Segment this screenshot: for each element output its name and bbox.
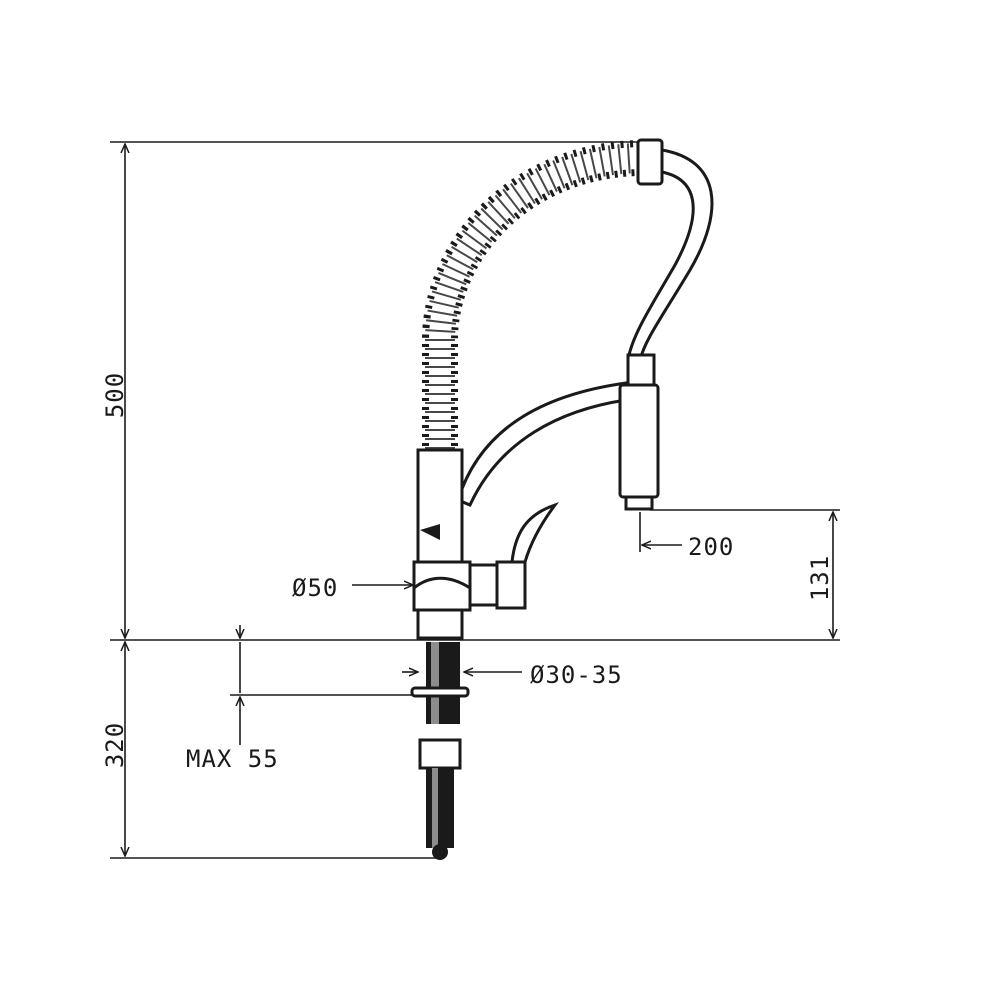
label-500: 500 — [101, 372, 129, 418]
hose-connector — [636, 138, 664, 186]
spray-nozzle — [624, 495, 654, 511]
faucet-body — [416, 448, 464, 567]
lever-handle — [510, 502, 560, 564]
mixer-body — [412, 560, 472, 612]
base-ring — [416, 608, 464, 640]
label-200: 200 — [688, 533, 734, 561]
dimension-lines — [110, 141, 840, 859]
supply-end — [432, 844, 448, 860]
label-320: 320 — [101, 722, 129, 768]
faucet — [410, 138, 714, 860]
supply-hose — [426, 768, 454, 848]
label-max-55: MAX 55 — [186, 745, 279, 773]
mounting-nut — [410, 686, 470, 698]
label-diameter-50: Ø50 — [292, 574, 338, 602]
spout-arm — [456, 381, 628, 507]
label-diameter-30-35: Ø30-35 — [530, 661, 623, 689]
spray-handset — [618, 383, 660, 499]
lever-base — [495, 560, 527, 610]
handset-collar — [626, 353, 656, 387]
label-131: 131 — [806, 555, 834, 601]
supply-connector — [418, 738, 462, 770]
flexible-hose — [638, 148, 714, 362]
